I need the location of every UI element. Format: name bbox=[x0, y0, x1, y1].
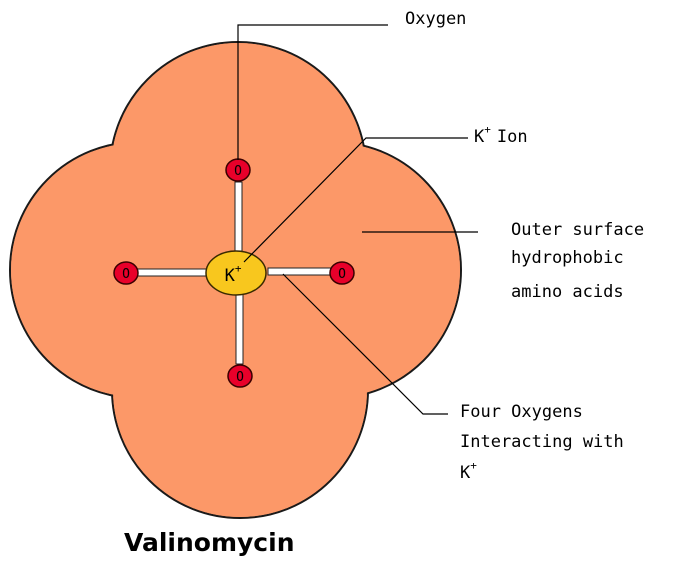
oxygen-atom-top: O bbox=[226, 159, 250, 181]
bond-left bbox=[134, 269, 208, 276]
oxygen-atom-right: O bbox=[330, 262, 354, 284]
bond-right bbox=[268, 268, 336, 275]
label-surface-line3: amino acids bbox=[511, 282, 624, 302]
oxygen-atom-left: O bbox=[114, 262, 138, 284]
diagram-title: Valinomycin bbox=[124, 528, 295, 557]
potassium-ion: K+ bbox=[206, 251, 266, 295]
oxygen-atom-bottom: O bbox=[228, 365, 252, 387]
label-surface-line1: Outer surface bbox=[511, 220, 644, 240]
bond-top bbox=[235, 182, 242, 260]
svg-text:O: O bbox=[338, 267, 346, 282]
label-four-line3: K+ bbox=[460, 459, 477, 483]
svg-text:O: O bbox=[234, 164, 242, 179]
label-four-line1: Four Oxygens bbox=[460, 402, 583, 422]
svg-text:O: O bbox=[236, 370, 244, 385]
label-four-line2: Interacting with bbox=[460, 432, 624, 452]
bond-bottom bbox=[236, 292, 243, 364]
label-ion: K+Ion bbox=[474, 123, 528, 147]
svg-text:O: O bbox=[122, 267, 130, 282]
label-oxygen: Oxygen bbox=[405, 9, 466, 29]
label-surface-line2: hydrophobic bbox=[511, 248, 624, 268]
